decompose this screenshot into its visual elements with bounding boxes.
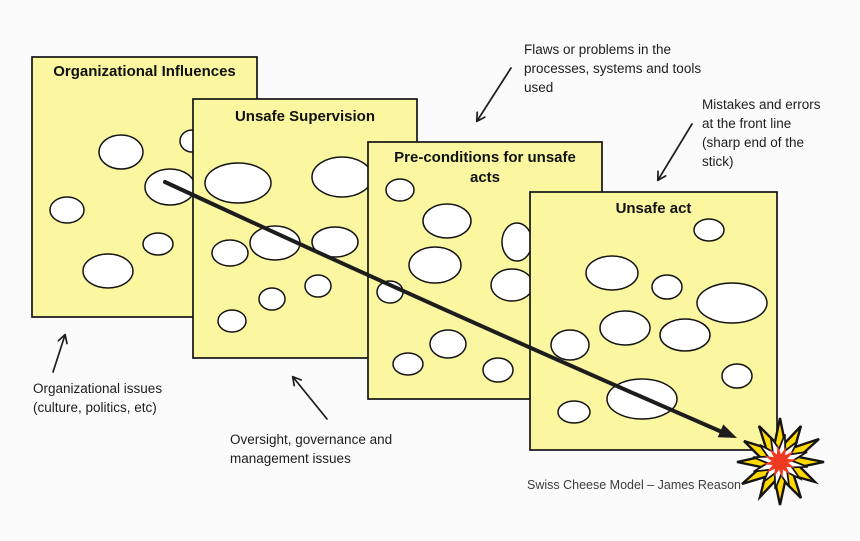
annotation-org-issues: Organizational issues (culture, politics… [33, 379, 162, 417]
annotation-oversight-line: management issues [230, 451, 351, 466]
cheese-hole [98, 134, 144, 170]
cheese-hole [585, 255, 639, 291]
slice-title-organizational-influences: Organizational Influences [53, 63, 236, 80]
annotation-flaws-line: Flaws or problems in the [524, 42, 672, 57]
cheese-hole [599, 310, 651, 346]
annotation-oversight: Oversight, governance and management iss… [230, 430, 392, 468]
cheese-hole [217, 309, 247, 333]
explosion-icon [736, 417, 825, 506]
cheese-hole [311, 156, 373, 198]
cheese-hole [385, 178, 415, 202]
cheese-hole [258, 287, 286, 311]
cheese-hole [501, 222, 533, 262]
annotation-flaws-line: processes, systems and tools [524, 61, 702, 76]
cheese-hole [408, 246, 462, 284]
hazard-trajectory-arrow [163, 180, 737, 438]
annotation-mistakes-line: (sharp end of the [702, 135, 805, 150]
annotation-mistakes-line: at the front line [702, 116, 792, 131]
cheese-hole [659, 318, 711, 352]
arrowhead [717, 424, 737, 438]
cheese-hole [429, 329, 467, 359]
cheese-hole [392, 352, 424, 376]
cheese-hole [144, 168, 196, 206]
cheese-hole [142, 232, 174, 256]
slice-title-preconditions: Pre-conditions for unsafe acts [394, 149, 576, 186]
annotation-arrow-oversight [291, 375, 328, 420]
cheese-hole [49, 196, 85, 224]
annotation-mistakes: Mistakes and errors at the front line (s… [702, 95, 821, 171]
cheese-hole [696, 282, 768, 324]
cheese-hole [311, 226, 359, 258]
cheese-hole [204, 162, 272, 204]
cheese-hole [550, 329, 590, 361]
cheese-hole [721, 363, 753, 389]
annotation-flaws: Flaws or problems in the processes, syst… [524, 40, 701, 97]
annotation-mistakes-line: stick) [702, 154, 734, 169]
cheese-hole [422, 203, 472, 239]
annotation-arrow-org-issues [52, 333, 68, 373]
slice-title-unsafe-supervision: Unsafe Supervision [234, 108, 376, 125]
annotation-arrow-mistakes [656, 123, 693, 182]
cheese-hole [304, 274, 332, 298]
annotation-oversight-line: Oversight, governance and [230, 432, 393, 447]
annotation-arrow-flaws [475, 67, 512, 123]
slice-title-unsafe-act: Unsafe act [615, 200, 692, 217]
cheese-hole [482, 357, 514, 383]
explosion-core-star [762, 444, 798, 480]
diagram-caption: Swiss Cheese Model – James Reason [527, 478, 741, 492]
annotation-mistakes-line: Mistakes and errors [702, 97, 821, 112]
cheese-hole [693, 218, 725, 242]
annotation-org-issues-line: Organizational issues [33, 381, 163, 396]
cheese-hole [82, 253, 134, 289]
annotation-org-issues-line: (culture, politics, etc) [33, 400, 157, 415]
cheese-hole [490, 268, 534, 302]
cheese-hole [211, 239, 249, 267]
cheese-hole [557, 400, 591, 424]
cheese-hole [651, 274, 683, 300]
annotation-flaws-line: used [524, 80, 554, 95]
cheese-slice-unsafe-act [529, 191, 778, 451]
